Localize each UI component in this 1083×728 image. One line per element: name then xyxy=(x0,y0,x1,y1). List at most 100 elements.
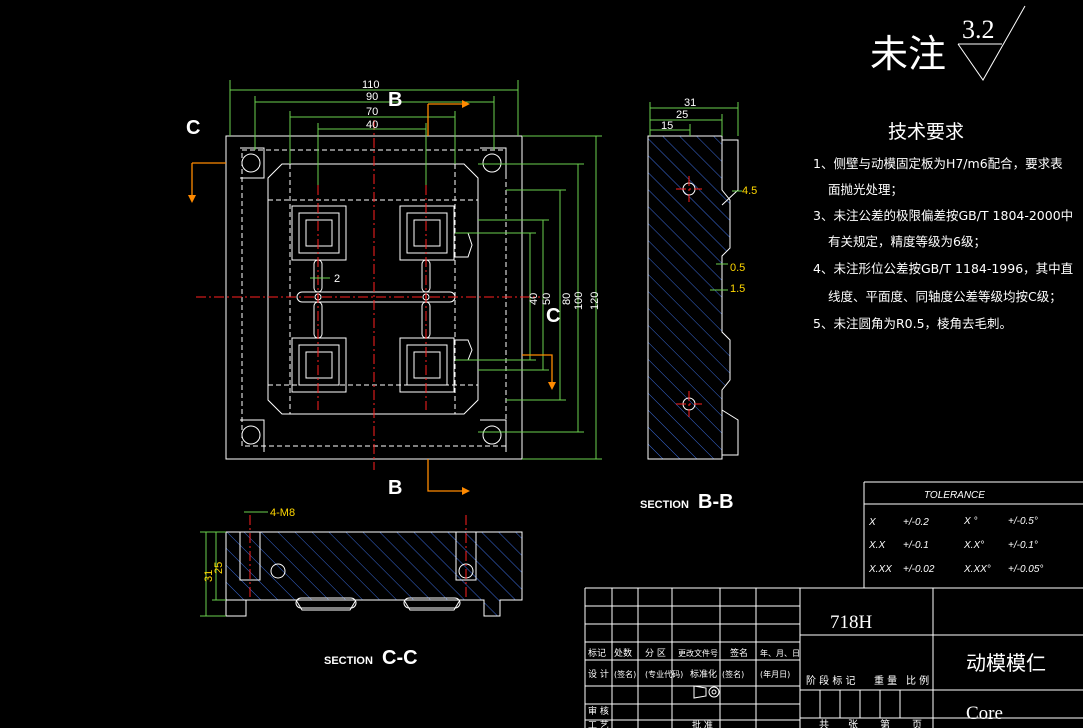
header-cell: 更改文件号 xyxy=(678,648,718,658)
stage-cell: 比 例 xyxy=(906,674,929,687)
dim-cc-25: 25 xyxy=(213,562,225,574)
title-grid xyxy=(611,588,757,728)
hole-icon xyxy=(241,425,261,445)
dim-15: 15 xyxy=(661,120,673,132)
tech-item: 有关规定，精度等级为6级； xyxy=(828,234,986,249)
dim-line xyxy=(478,219,549,371)
section-b-top-arrow xyxy=(427,103,462,136)
tech-item: 5、未注圆角为R0.5，棱角去毛刺。 xyxy=(813,316,1012,331)
section-cc-edge xyxy=(225,599,461,617)
stage-cell: 阶 段 标 记 xyxy=(806,674,856,687)
arrow-head-icon xyxy=(548,382,556,390)
section-c-c: 4-M8 31 25 SECTION C-C xyxy=(200,507,523,669)
cavity-outline xyxy=(291,337,347,393)
title-block-frame xyxy=(584,587,1083,728)
tol-cell: X.XX xyxy=(868,564,892,575)
tech-item: 1、侧壁与动模固定板为H7/m6配合，要求表 xyxy=(813,156,1063,171)
tolerance-frame xyxy=(863,481,1083,589)
projection-symbol-icon xyxy=(708,686,720,698)
header-cell: 标记 xyxy=(588,647,606,659)
row4-cell: 批 准 xyxy=(692,719,713,728)
section-c-right-arrow xyxy=(522,354,553,382)
dim-0-5: 0.5 xyxy=(730,262,745,274)
cavity-core xyxy=(413,351,441,379)
dim-line xyxy=(200,531,226,617)
tol-cell: +/-0.05° xyxy=(1008,564,1043,575)
section-bb-body xyxy=(647,135,731,460)
unspecified-note-text: 未注 xyxy=(870,32,946,76)
bottom-cell: 第 xyxy=(880,718,890,728)
dim-line xyxy=(478,163,584,433)
section-bb-edge xyxy=(721,139,739,456)
hole-counterbore xyxy=(240,147,507,452)
dim-line xyxy=(710,190,742,291)
part-name-en: Core xyxy=(966,703,1003,724)
tech-item: 3、未注公差的极限偏差按GB/T 1804-2000中 xyxy=(813,208,1073,223)
dim-v100: 100 xyxy=(573,292,585,310)
title-grid xyxy=(585,605,800,721)
corner-holes xyxy=(240,147,507,452)
bottom-cell: 页 xyxy=(912,719,922,728)
tol-cell: +/-0.2 xyxy=(903,517,929,528)
arrow-head-icon xyxy=(462,100,470,108)
tol-cell: +/-0.1° xyxy=(1008,540,1038,551)
header-cell: 处数 xyxy=(614,647,632,659)
header-cell: 签名 xyxy=(730,647,748,659)
vertical-dimensions: 40 50 80 100 120 xyxy=(455,135,602,460)
row4-cell: 工 艺 xyxy=(588,720,609,728)
cavity-core xyxy=(413,219,441,247)
title-grid xyxy=(800,634,1083,719)
row3-cell: 审 核 xyxy=(588,705,609,717)
thread-note: 4-M8 xyxy=(270,507,295,519)
dim-25: 25 xyxy=(676,109,688,121)
dim-cc-31: 31 xyxy=(203,570,215,582)
cavity-inner xyxy=(406,212,448,254)
dim-v80: 80 xyxy=(561,293,573,305)
section-c-left-arrow xyxy=(191,162,226,195)
cavity-outline xyxy=(291,205,347,261)
tol-cell: X xyxy=(868,517,876,528)
tolerance-table: TOLERANCE X +/-0.2 X ° +/-0.5° X.X +/-0.… xyxy=(863,481,1083,589)
hole-icon xyxy=(482,153,502,173)
dim-line xyxy=(506,189,566,401)
runner-section xyxy=(295,597,357,609)
dim-4-5: 4.5 xyxy=(742,185,757,197)
dim-2: 2 xyxy=(334,273,340,285)
cavity-inner xyxy=(298,212,340,254)
bottom-cell: 共 xyxy=(819,719,829,728)
projection-symbol-icon xyxy=(693,685,707,699)
tolerance-title: TOLERANCE xyxy=(924,490,985,501)
cavity-inner xyxy=(406,344,448,386)
section-markers: B B C C xyxy=(186,89,560,499)
stage-cell: 重 量 xyxy=(874,674,897,687)
section-cc-body xyxy=(225,531,523,617)
hole-icon xyxy=(270,563,286,579)
tol-cell: X.XX° xyxy=(963,564,991,575)
section-b-b: 31 25 15 4.5 0.5 1.5 SECTION B-B xyxy=(640,97,757,513)
part-name-cn: 动模模仁 xyxy=(966,651,1046,675)
cavity-outline xyxy=(399,205,455,261)
surface-roughness-note: 未注 3.2 xyxy=(870,5,1026,81)
section-c-right-label: C xyxy=(546,305,560,327)
threaded-hole xyxy=(239,532,477,581)
section-b-bottom-arrow xyxy=(427,459,462,492)
section-bb-id: B-B xyxy=(698,491,734,513)
row2-cell: (专业代码) xyxy=(645,669,683,679)
section-b-top-label: B xyxy=(388,89,402,111)
row2-cell: 标准化 xyxy=(690,668,717,680)
hidden-edge xyxy=(268,164,478,414)
header-cell: 分 区 xyxy=(645,648,666,659)
row2-cell: (年月日) xyxy=(760,669,790,679)
tol-cell: X.X° xyxy=(963,540,984,551)
roughness-value: 3.2 xyxy=(962,15,995,44)
dim-v40: 40 xyxy=(528,293,540,305)
tech-title: 技术要求 xyxy=(888,121,964,143)
dim-110: 110 xyxy=(362,79,380,91)
dim-line xyxy=(522,135,602,460)
projection-symbol-icon xyxy=(711,689,717,695)
dim-line xyxy=(317,123,427,185)
center-line xyxy=(249,515,467,600)
section-cc-prefix: SECTION xyxy=(324,655,373,667)
front-view: 110 90 70 40 40 50 80 100 120 2 B B C xyxy=(186,79,602,499)
